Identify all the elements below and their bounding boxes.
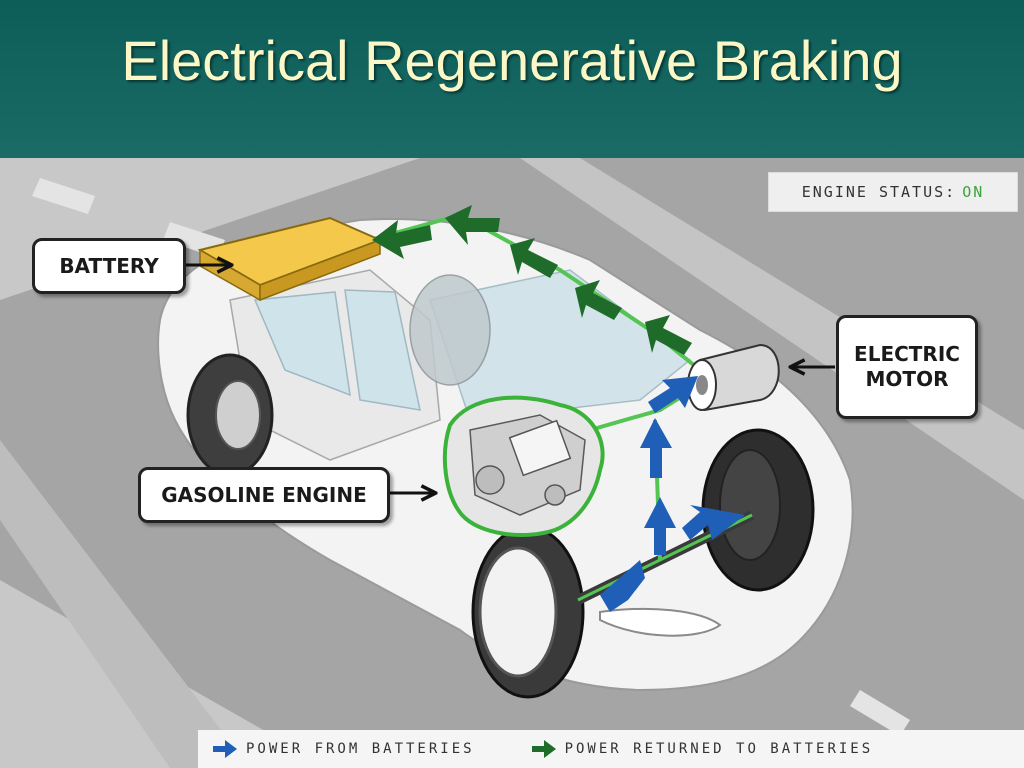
- side-window-rear: [253, 291, 351, 397]
- legend-label-power-from-batteries: POWER FROM BATTERIES: [246, 741, 475, 757]
- legend-item-power-from-batteries: POWER FROM BATTERIES: [212, 738, 475, 760]
- seat: [409, 274, 491, 386]
- power-returned-arrows: [372, 205, 692, 355]
- side-window-front: [344, 289, 421, 411]
- headlight: [599, 607, 722, 637]
- legend: POWER FROM BATTERIES POWER RETURNED TO B…: [198, 730, 1024, 768]
- front-wheel-right: [701, 428, 815, 592]
- engine-status-label: ENGINE STATUS:: [801, 183, 957, 201]
- blue-arrow-icon: [213, 740, 237, 758]
- battery: [197, 216, 383, 302]
- power-from-batteries-arrows: [600, 376, 745, 612]
- green-arrow-icon: [531, 740, 556, 758]
- electric-motor: [687, 343, 780, 412]
- slide-title: Electrical Regenerative Braking: [121, 29, 903, 92]
- electric-motor-label: ELECTRIC MOTOR: [836, 315, 978, 419]
- engine-status: ENGINE STATUS: ON: [768, 172, 1018, 212]
- slide-header: Electrical Regenerative Braking: [0, 0, 1024, 158]
- gasoline-engine: [442, 395, 605, 537]
- legend-label-power-returned: POWER RETURNED TO BATTERIES: [564, 741, 874, 757]
- battery-label: BATTERY: [32, 238, 186, 294]
- legend-item-power-returned: POWER RETURNED TO BATTERIES: [531, 738, 874, 760]
- front-wheel-left: [471, 525, 585, 699]
- car-diagram: [0, 158, 1024, 768]
- road-edge-lower: [0, 440, 250, 768]
- gasoline-engine-label: GASOLINE ENGINE: [138, 467, 390, 523]
- engine-status-value: ON: [962, 183, 985, 201]
